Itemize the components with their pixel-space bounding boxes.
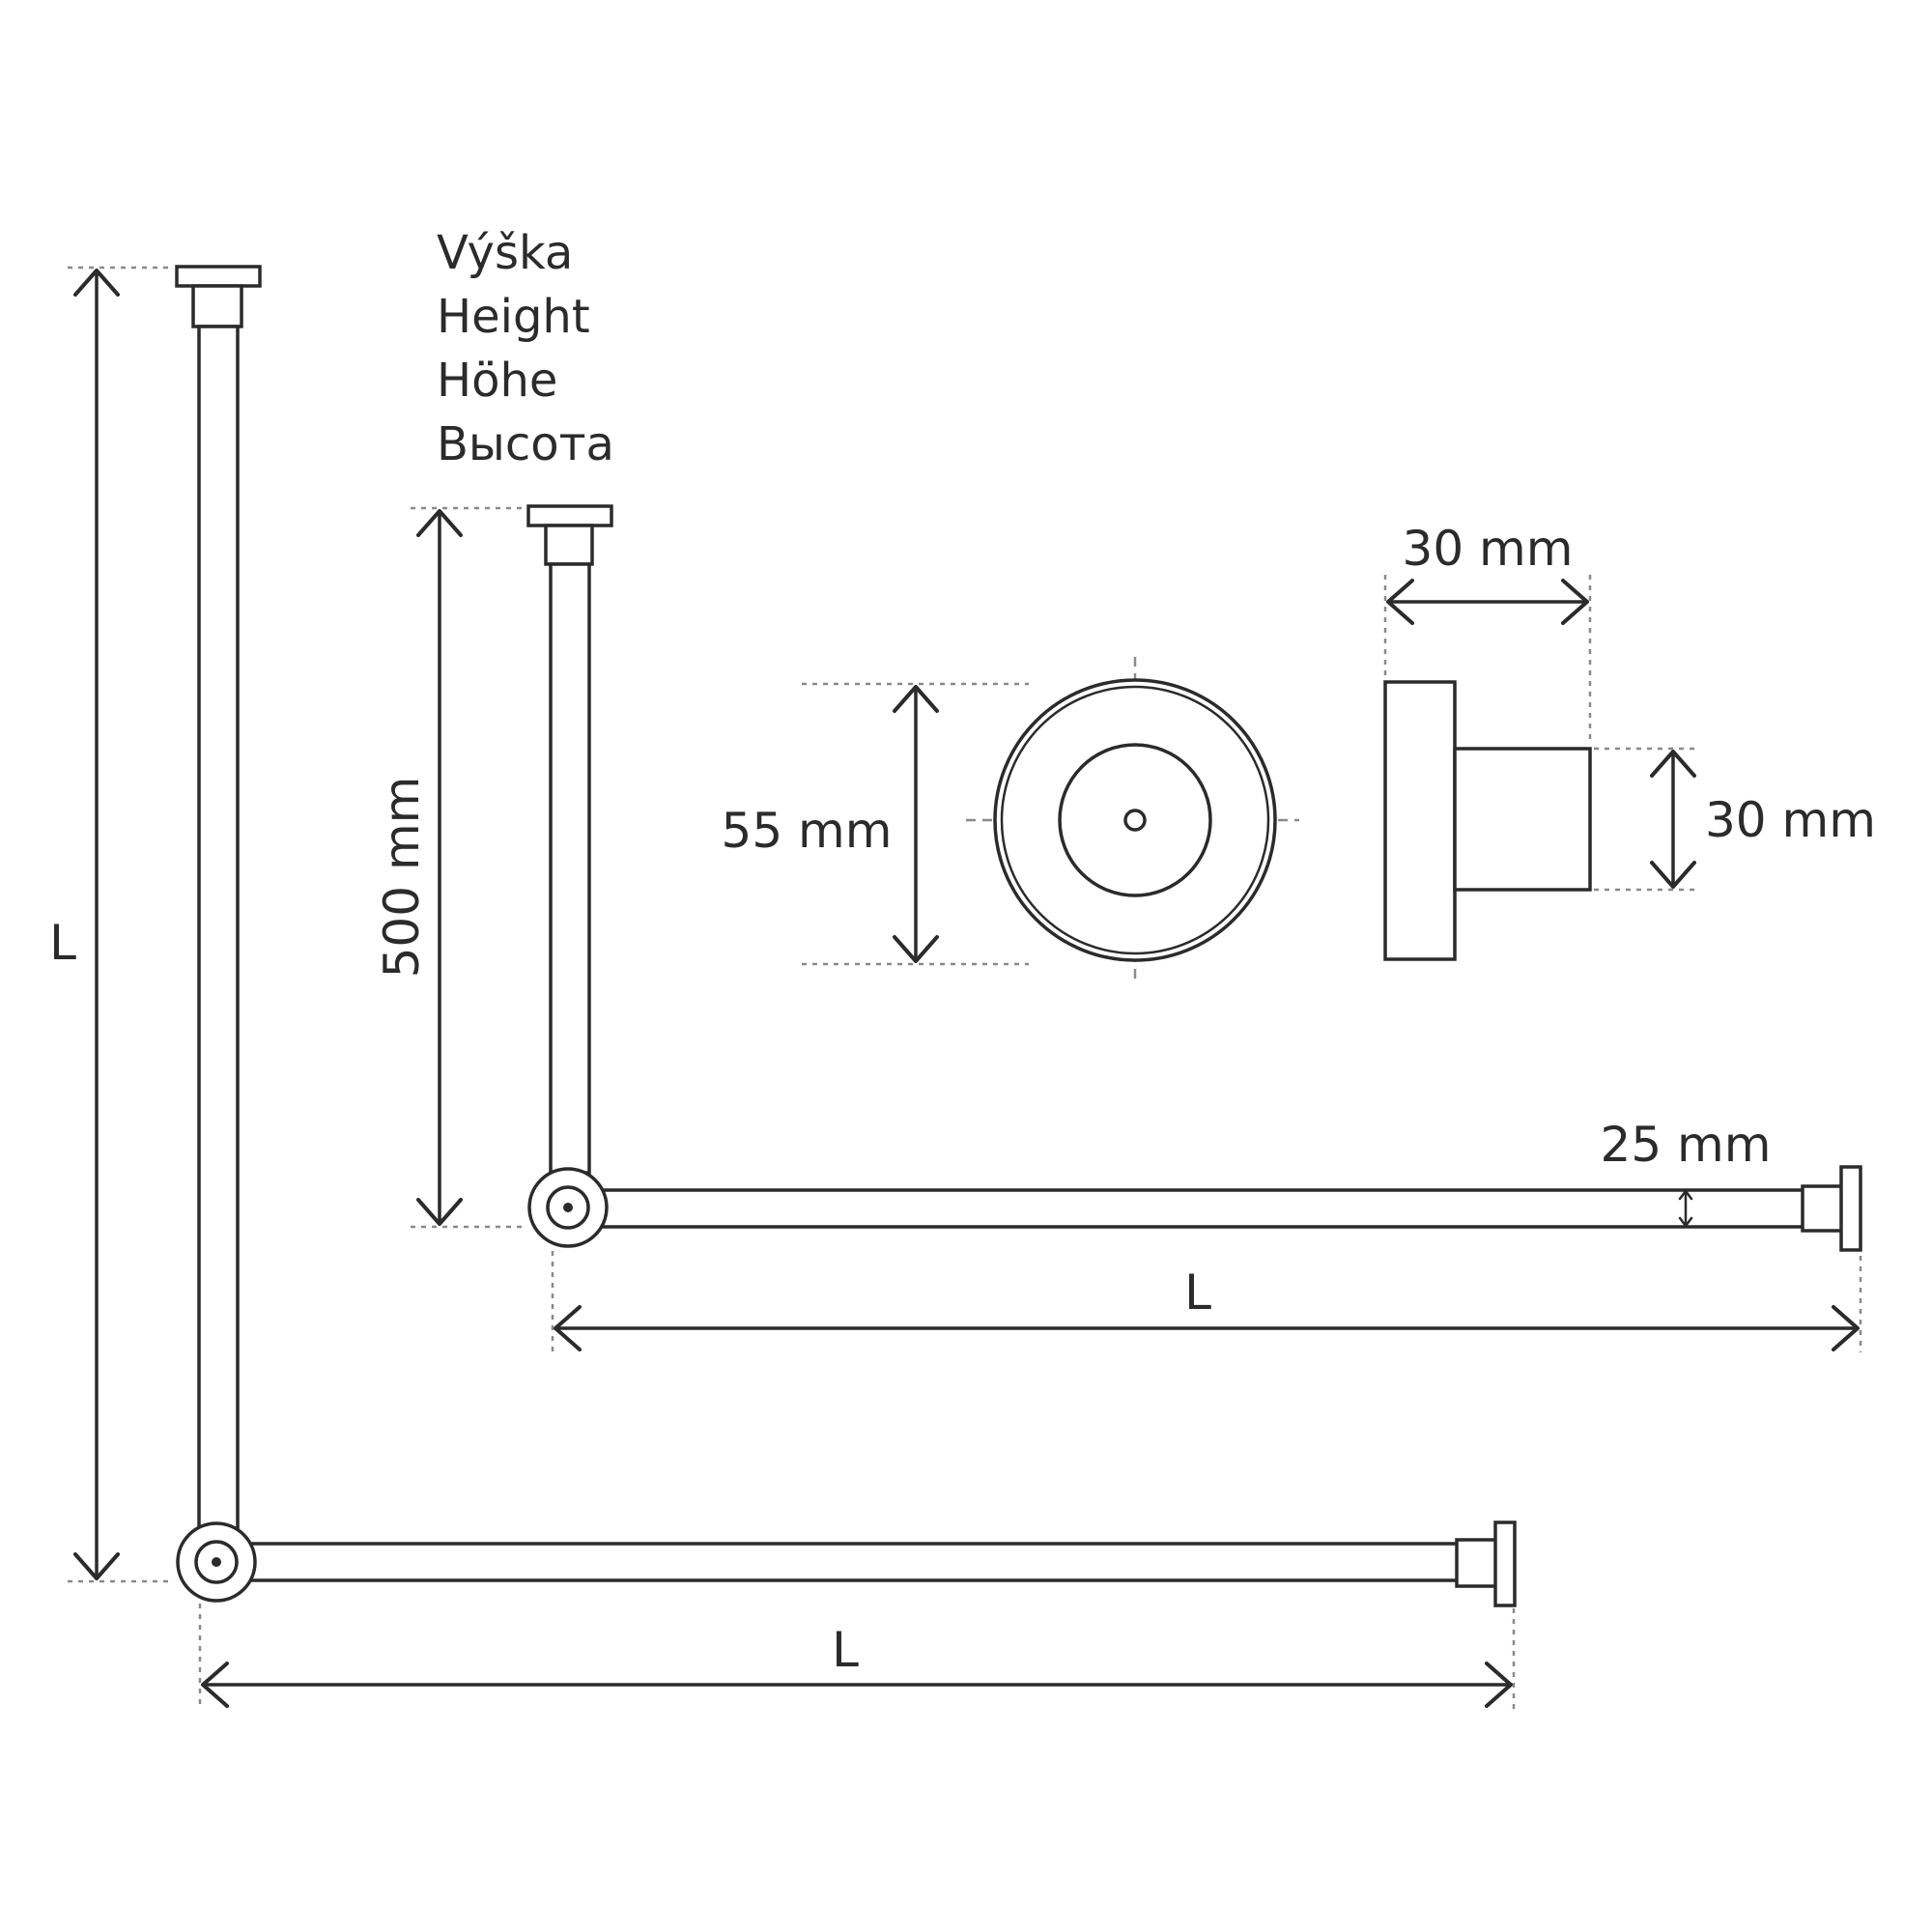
- small-height-label: 500 mm: [374, 777, 430, 979]
- small-rail-corner-dot: [563, 1203, 573, 1212]
- large-rail-horizontal-tube: [244, 1542, 1465, 1582]
- side-width-label: 30 mm: [1403, 521, 1574, 577]
- large-length-dimension: L: [198, 1604, 1516, 1710]
- large-rail-corner-dot: [212, 1557, 221, 1567]
- tube-diameter-dimension: 25 mm: [1601, 1117, 1772, 1228]
- small-length-dimension: L: [551, 1251, 1862, 1352]
- large-rail-vertical-tube: [197, 325, 240, 1541]
- base-diameter-label: 55 mm: [722, 803, 893, 859]
- large-rail-wall-flange: [1493, 1520, 1517, 1607]
- large-length-label: L: [832, 1622, 859, 1678]
- height-label-ru: Высота: [437, 417, 614, 471]
- small-rail-horizontal-tube: [597, 1188, 1810, 1229]
- large-height-label: L: [49, 915, 76, 971]
- large-rail-ceiling-flange: [175, 265, 262, 288]
- small-rail-ceiling-flange: [526, 504, 613, 527]
- tube-diameter-label: 25 mm: [1601, 1117, 1772, 1173]
- small-rail-wall-flange: [1839, 1165, 1862, 1252]
- side-flange-plate: [1383, 680, 1457, 961]
- large-rail-wall-collar: [1455, 1538, 1499, 1588]
- base-front-view: 55 mm: [722, 657, 1299, 985]
- small-rail-vertical-tube: [549, 562, 591, 1175]
- small-rail-ceiling-collar: [544, 524, 594, 566]
- small-length-label: L: [1184, 1264, 1211, 1321]
- small-rail: [526, 504, 1862, 1252]
- height-label-de: Höhe: [437, 354, 557, 408]
- small-height-dimension: 500 mm: [374, 506, 526, 1229]
- side-collar: [1453, 747, 1592, 892]
- base-center-hole: [1123, 809, 1147, 832]
- height-label-en: Height: [437, 290, 590, 344]
- large-rail: [175, 265, 1517, 1607]
- large-height-dimension: L: [49, 266, 174, 1583]
- large-rail-ceiling-collar: [191, 284, 243, 328]
- side-height-label: 30 mm: [1705, 792, 1876, 848]
- height-label: Výška Height Höhe Высота: [437, 226, 614, 471]
- base-side-view: 30 mm 30 mm: [1383, 521, 1876, 961]
- height-label-cz: Výška: [437, 226, 573, 280]
- small-rail-wall-collar: [1801, 1184, 1845, 1233]
